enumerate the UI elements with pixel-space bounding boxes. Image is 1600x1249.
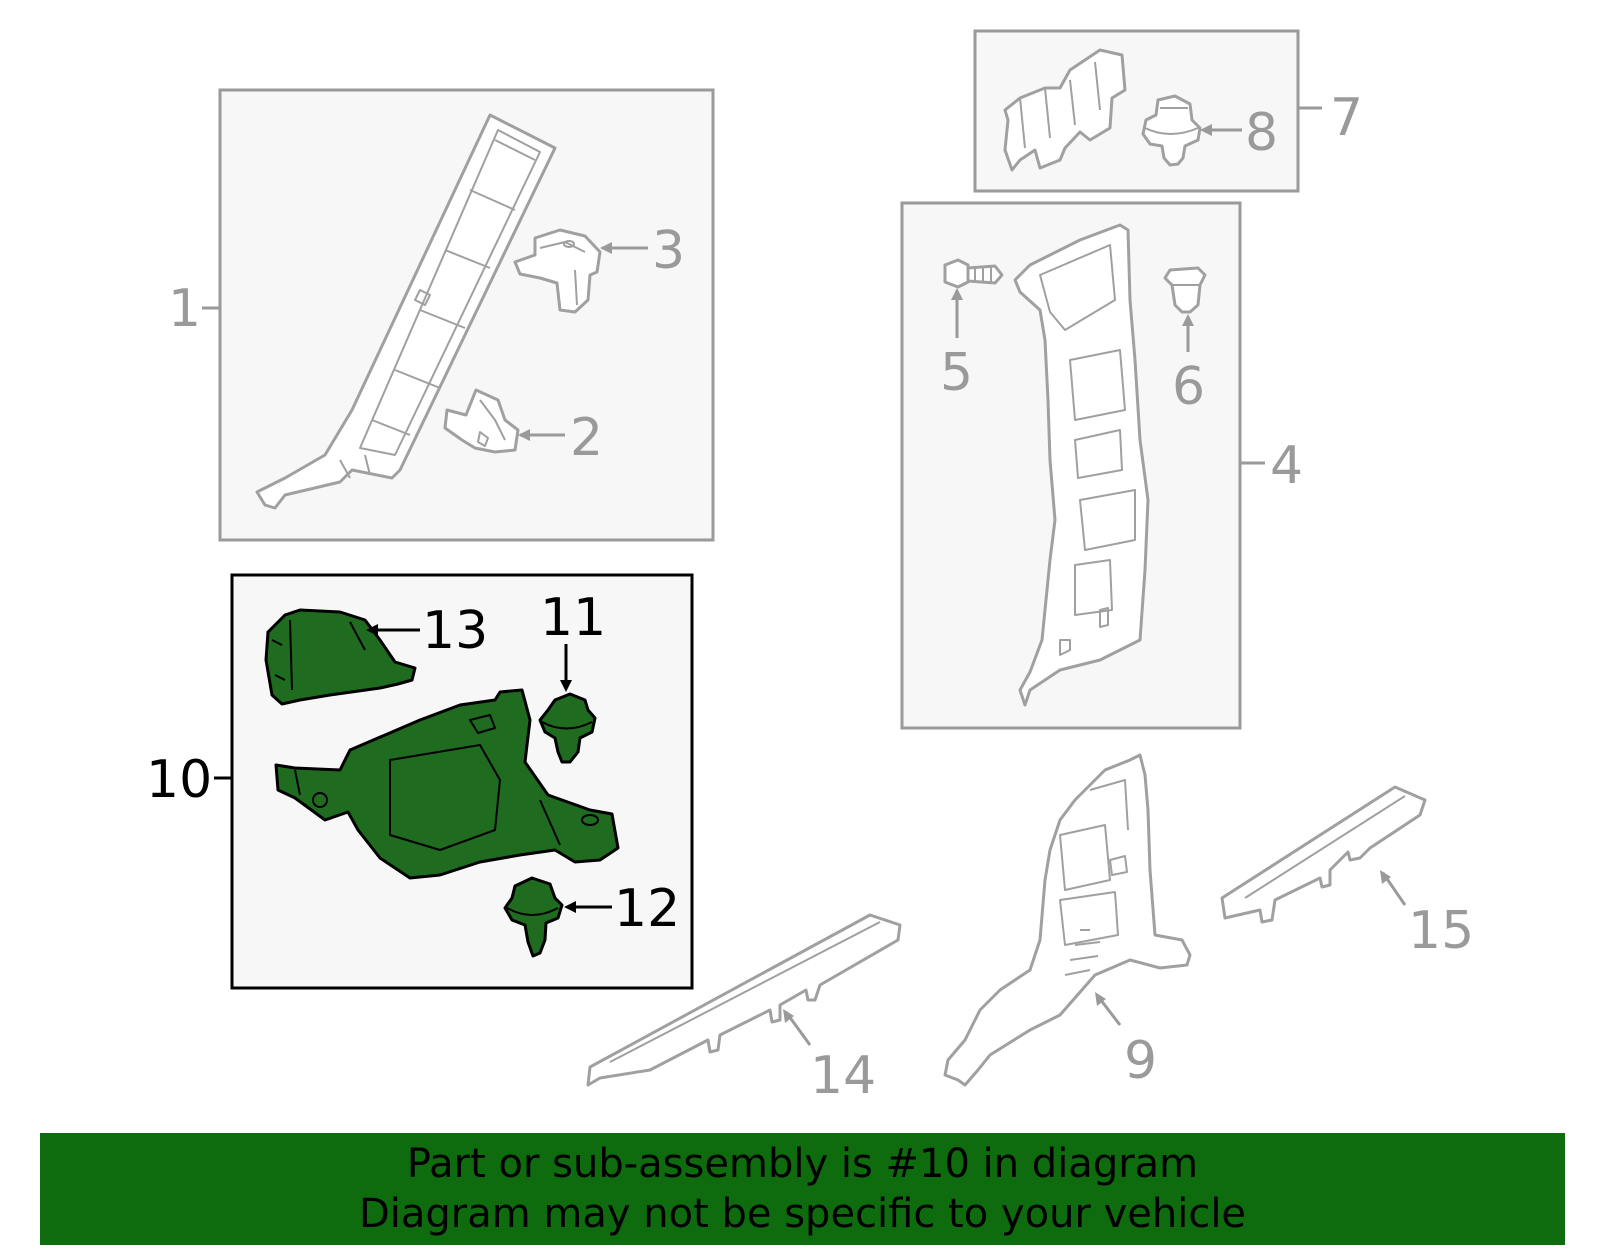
callout-12: 12 <box>614 879 680 939</box>
part-3-clip[interactable] <box>513 228 602 314</box>
callout-9: 9 <box>1124 1031 1157 1091</box>
banner-line-1: Part or sub-assembly is #10 in diagram <box>406 1141 1199 1187</box>
part-13-cover[interactable] <box>264 608 417 706</box>
callout-2: 2 <box>570 408 603 468</box>
callout-13: 13 <box>422 601 488 661</box>
banner-line-2: Diagram may not be specific to your vehi… <box>358 1191 1247 1237</box>
callout-10: 10 <box>146 750 212 810</box>
part-14-sill-plate[interactable] <box>586 913 902 1087</box>
callout-3: 3 <box>652 221 685 281</box>
info-banner: Part or sub-assembly is #10 in diagram D… <box>40 1133 1565 1245</box>
part-9-pillar-trim[interactable] <box>943 753 1192 1087</box>
callout-15: 15 <box>1408 901 1474 961</box>
callout-14: 14 <box>810 1046 876 1106</box>
part-7-bracket[interactable] <box>1003 48 1127 172</box>
part-2-clip[interactable] <box>443 388 520 454</box>
callout-6: 6 <box>1172 357 1205 417</box>
part-12-clip[interactable] <box>503 876 564 958</box>
part-5-bolt[interactable] <box>943 258 1004 289</box>
part-8-clip[interactable] <box>1141 94 1202 167</box>
part-10-bracket[interactable] <box>274 688 620 880</box>
part-6-clip[interactable] <box>1163 266 1207 314</box>
callout-5: 5 <box>940 343 973 403</box>
callout-4: 4 <box>1270 436 1303 496</box>
part-4-pillar-trim[interactable] <box>1013 223 1150 707</box>
callout-8: 8 <box>1245 103 1278 163</box>
callout-11: 11 <box>540 588 606 648</box>
part-15-sill-plate[interactable] <box>1220 785 1427 924</box>
part-1-pillar-trim[interactable] <box>255 113 557 510</box>
part-11-clip[interactable] <box>538 692 597 764</box>
callout-7: 7 <box>1330 88 1363 148</box>
callout-1: 1 <box>168 279 201 339</box>
